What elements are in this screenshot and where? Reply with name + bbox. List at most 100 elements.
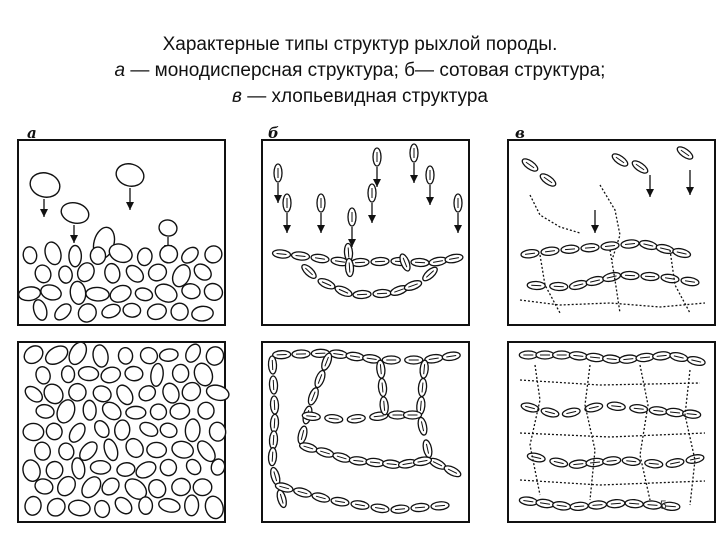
flake-mark (447, 468, 458, 474)
floc-chain (639, 364, 651, 501)
page-number: 5 (660, 498, 667, 512)
grain (101, 477, 120, 496)
caption-letter-v: в (232, 86, 242, 107)
flake-mark (590, 279, 600, 283)
flake-mark (610, 502, 621, 505)
grain (69, 280, 87, 305)
flake-mark (276, 252, 287, 256)
caption-line-3: в — хлопьевидная структура (0, 85, 720, 109)
flake-mark (611, 405, 622, 408)
flake-mark (647, 504, 658, 506)
grain (68, 422, 86, 443)
grain (205, 346, 225, 366)
panel-frame (17, 139, 226, 326)
flake-mark (573, 354, 584, 357)
grain (43, 383, 64, 405)
grain (149, 403, 168, 421)
grain (34, 441, 51, 461)
floc-chain (609, 249, 621, 314)
grain (204, 245, 223, 264)
flake-mark (297, 490, 308, 495)
grain (34, 264, 52, 284)
grain (114, 496, 133, 515)
grain (159, 244, 179, 264)
flake-mark (689, 457, 701, 461)
flake-mark (373, 415, 384, 418)
grain (125, 264, 145, 283)
grain (82, 399, 97, 421)
grain (159, 458, 178, 477)
grain (134, 287, 154, 302)
flake-mark (349, 355, 361, 358)
floc-chain (684, 369, 696, 506)
grain (196, 440, 216, 463)
grain (135, 461, 157, 479)
grain (46, 497, 66, 517)
flake-mark (347, 247, 350, 258)
grain (89, 246, 107, 266)
floc-chain (599, 184, 621, 261)
flake-mark (643, 243, 654, 247)
flake-mark (394, 288, 404, 293)
grain (205, 384, 230, 402)
grain (125, 405, 147, 420)
grain (34, 478, 54, 495)
flake-mark (273, 418, 276, 429)
grain (93, 419, 110, 439)
grain (68, 382, 87, 402)
grain (158, 497, 181, 513)
grain (77, 365, 100, 382)
flake-mark (573, 283, 584, 287)
grain (101, 303, 121, 319)
flake-mark (333, 352, 344, 356)
flake-mark (320, 450, 330, 455)
grain (54, 303, 72, 321)
grain (185, 458, 202, 476)
flake-mark (334, 260, 346, 263)
grain (85, 286, 110, 302)
flake-mark (425, 443, 430, 454)
caption-letter-a: а (114, 60, 126, 81)
flake-mark (366, 357, 377, 361)
grain (146, 303, 167, 321)
panel-v-top (507, 139, 716, 326)
grain (192, 478, 213, 497)
flake-mark (566, 410, 577, 415)
flake-mark (311, 391, 316, 402)
grain (138, 496, 154, 515)
flake-mark (402, 462, 413, 466)
grain (171, 477, 191, 497)
caption-text-b: — сотовая структура; (415, 60, 606, 81)
grain (68, 341, 88, 366)
caption-text-a: — монодисперсная структура; (125, 60, 405, 81)
flake-mark (589, 461, 601, 464)
grain (114, 419, 131, 441)
caption-line-2: а — монодисперсная структура; б— сотовая… (0, 59, 720, 83)
floc-chain (519, 379, 701, 386)
grain (191, 305, 214, 322)
grain (181, 246, 199, 264)
grain (24, 495, 42, 516)
grain (159, 422, 178, 439)
flake-mark (523, 499, 534, 503)
flake-mark (665, 505, 676, 508)
flake-mark (303, 445, 314, 450)
grain (184, 494, 200, 517)
grain (197, 401, 215, 420)
flake-mark (680, 149, 690, 157)
grain (185, 343, 202, 363)
panel-frame (507, 139, 716, 326)
grain (67, 499, 91, 517)
arrow-head (317, 225, 325, 233)
flake-mark (574, 505, 585, 508)
arrow-head (646, 189, 654, 197)
grain (45, 422, 63, 441)
flake-mark (428, 357, 439, 360)
grain (115, 163, 145, 187)
grain (208, 421, 227, 442)
panel-frame (507, 341, 716, 523)
panel-b-bottom (261, 341, 470, 523)
grain (68, 244, 83, 268)
flake-mark (321, 281, 332, 287)
flake-mark (525, 405, 535, 410)
